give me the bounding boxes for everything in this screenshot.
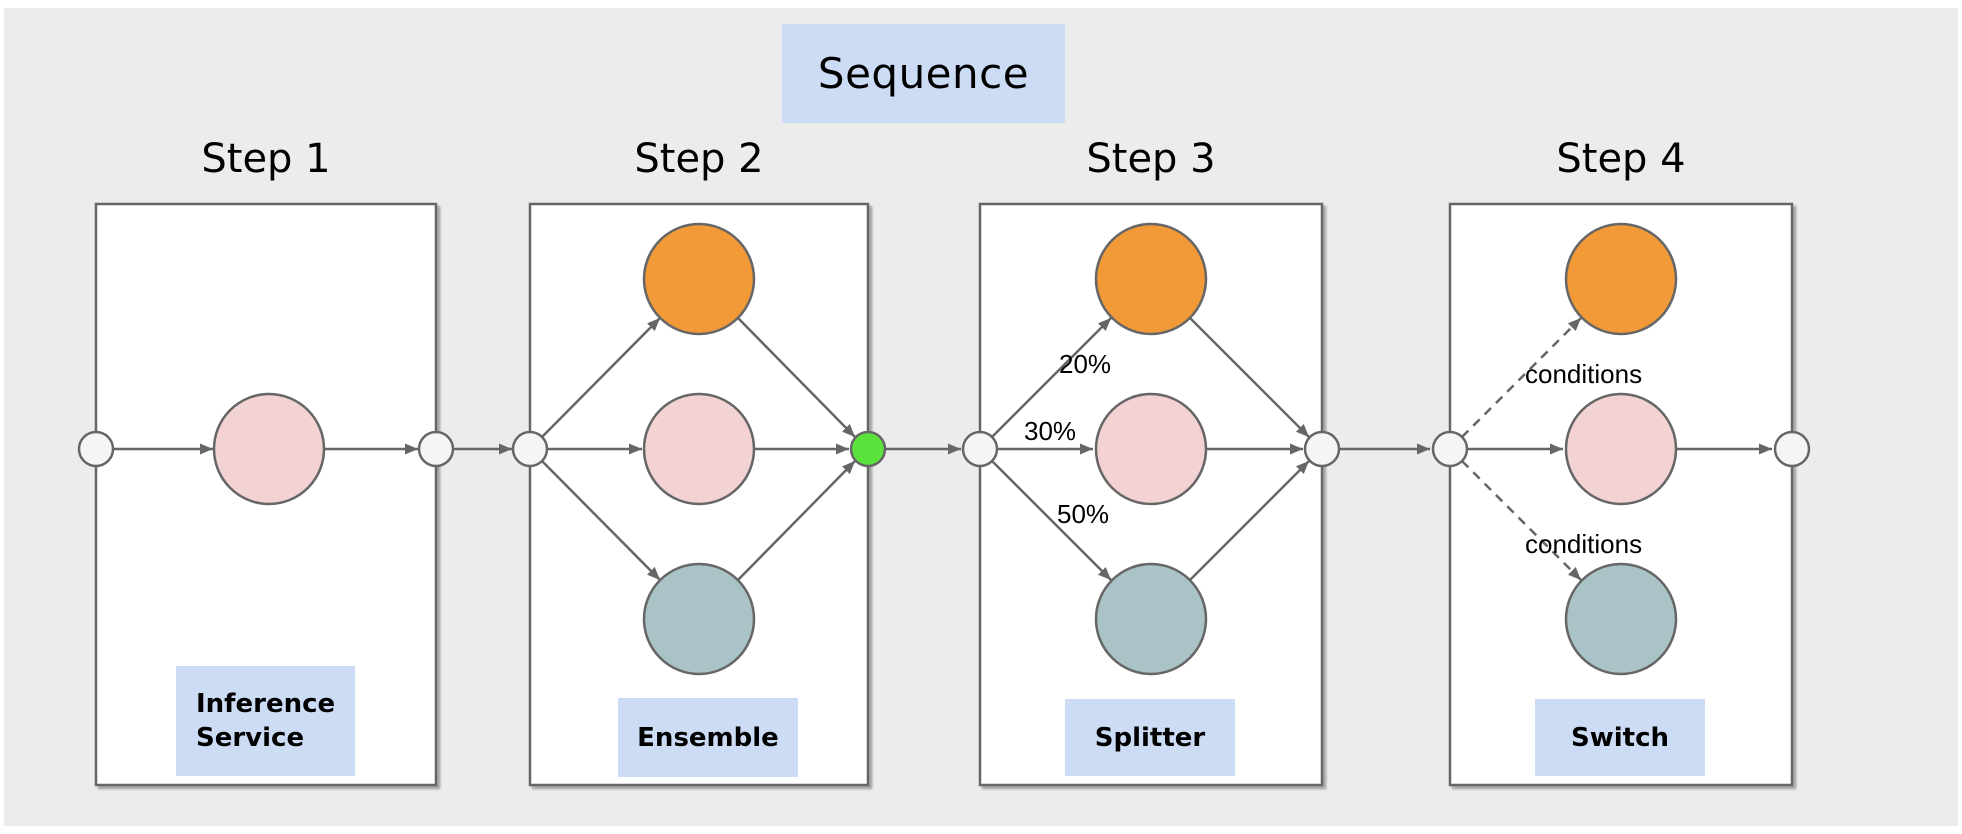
step-1-label: Inference Service: [176, 666, 355, 776]
step-3-header: Step 3: [1086, 136, 1216, 182]
step-2-label: Ensemble: [618, 698, 798, 777]
step-4-label: Switch: [1535, 699, 1705, 776]
step-4-header: Step 4: [1556, 136, 1686, 182]
diagram-title: Sequence: [782, 24, 1065, 123]
switch-condition-bottom: conditions: [1525, 529, 1643, 559]
step-1-header: Step 1: [201, 136, 331, 182]
splitter-weight-bottom: 50%: [1057, 499, 1110, 529]
step-3-label: Splitter: [1065, 699, 1235, 776]
splitter-weight-top: 20%: [1059, 349, 1112, 379]
step-2-header: Step 2: [634, 136, 764, 182]
switch-condition-top: conditions: [1525, 359, 1643, 389]
splitter-weight-middle: 30%: [1024, 416, 1077, 446]
